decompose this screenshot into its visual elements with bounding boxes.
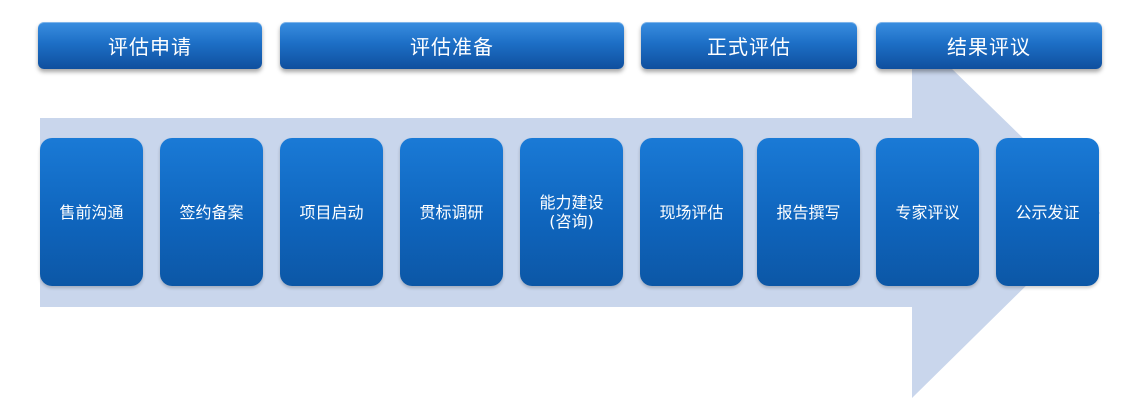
step-capability-building: 能力建设 (咨询) (520, 138, 623, 286)
step-presales-communication: 售前沟通 (40, 138, 143, 286)
step-contract-filing: 签约备案 (160, 138, 263, 286)
phase-label: 评估申请 (108, 35, 192, 59)
step-report-writing: 报告撰写 (757, 138, 860, 286)
step-label: 公示发证 (1015, 202, 1080, 222)
phase-evaluation-application: 评估申请 (38, 22, 262, 69)
step-standard-survey: 贯标调研 (400, 138, 503, 286)
step-label: 报告撰写 (776, 202, 841, 222)
phase-label: 评估准备 (410, 35, 494, 59)
step-onsite-evaluation: 现场评估 (640, 138, 743, 286)
step-publicity-certification: 公示发证 (996, 138, 1099, 286)
phase-result-review: 结果评议 (876, 22, 1102, 69)
step-label: 能力建设 (539, 193, 604, 212)
step-label: 专家评议 (895, 202, 960, 222)
step-label: 签约备案 (179, 202, 244, 222)
phase-evaluation-preparation: 评估准备 (280, 22, 624, 69)
phase-label: 结果评议 (947, 35, 1031, 59)
phase-label: 正式评估 (707, 35, 791, 59)
step-label: 贯标调研 (419, 202, 484, 222)
step-label: 售前沟通 (59, 202, 124, 222)
phase-formal-evaluation: 正式评估 (641, 22, 857, 69)
step-expert-review: 专家评议 (876, 138, 979, 286)
step-sublabel: (咨询) (549, 212, 594, 231)
step-project-kickoff: 项目启动 (280, 138, 383, 286)
step-label: 现场评估 (659, 202, 724, 222)
step-label: 项目启动 (299, 202, 364, 222)
